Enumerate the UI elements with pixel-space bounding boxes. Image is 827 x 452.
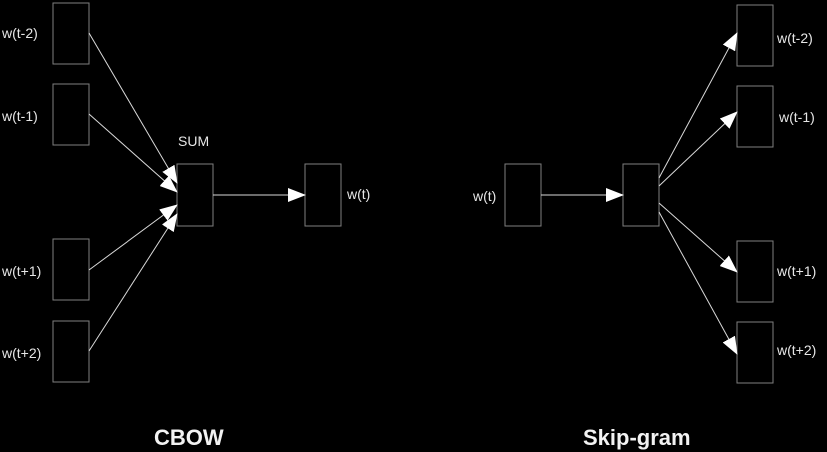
- skipgram-output-label-t+2: w(t+2): [776, 342, 816, 358]
- cbow-model: w(t-2) w(t-1) w(t+1) w(t+2) SUM w(t) CBO…: [1, 2, 370, 450]
- skipgram-input-label: w(t): [472, 188, 496, 204]
- cbow-input-box-t-1: [52, 83, 90, 146]
- cbow-input-box-t+1: [52, 238, 90, 301]
- skipgram-projection-box: [622, 163, 660, 227]
- skipgram-arrow-t+2: [658, 211, 738, 355]
- cbow-input-label-t+2: w(t+2): [1, 345, 41, 361]
- cbow-arrow-t-2: [88, 32, 178, 184]
- cbow-title: CBOW: [154, 425, 224, 450]
- skipgram-input-box: [504, 163, 542, 227]
- cbow-output-label: w(t): [346, 186, 370, 202]
- cbow-input-label-t+1: w(t+1): [1, 263, 41, 279]
- cbow-sum-label: SUM: [178, 133, 209, 149]
- skipgram-output-label-t+1: w(t+1): [776, 263, 816, 279]
- skipgram-arrow-t-1: [658, 111, 738, 187]
- cbow-arrow-t+1: [88, 204, 178, 271]
- skipgram-arrow-t-2: [658, 32, 738, 179]
- cbow-input-box-t+2: [52, 320, 90, 383]
- cbow-arrow-t+2: [88, 213, 178, 352]
- skipgram-arrow-t+1: [658, 202, 738, 273]
- cbow-output-box: [304, 163, 342, 227]
- skipgram-output-box-t-2: [736, 4, 774, 67]
- skipgram-output-label-t-1: w(t-1): [778, 109, 815, 125]
- cbow-input-label-t-2: w(t-2): [1, 25, 38, 41]
- cbow-sum-box: [176, 163, 214, 227]
- skipgram-output-box-t-1: [736, 85, 774, 148]
- skipgram-model: w(t) w(t-2) w(t-1) w(t+1) w(t+2) Skip-gr…: [472, 4, 816, 450]
- skipgram-title: Skip-gram: [583, 425, 691, 450]
- skipgram-output-box-t+2: [736, 321, 774, 384]
- cbow-arrow-t-1: [88, 113, 178, 193]
- cbow-input-label-t-1: w(t-1): [1, 108, 38, 124]
- cbow-input-box-t-2: [52, 2, 90, 65]
- skipgram-output-label-t-2: w(t-2): [776, 30, 813, 46]
- skipgram-output-box-t+1: [736, 240, 774, 303]
